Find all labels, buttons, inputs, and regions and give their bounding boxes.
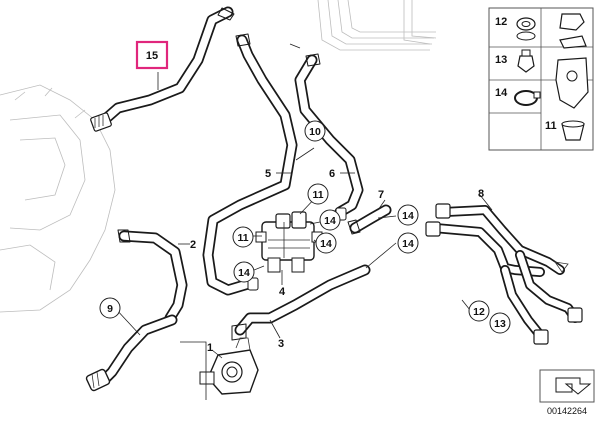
diagram-id: 00142264 [547, 406, 587, 416]
label-part-15: 15 [146, 50, 158, 62]
panel-label-11: 11 [545, 120, 557, 132]
callout-12: 12 [473, 306, 485, 318]
holder-clip-icon [555, 57, 589, 109]
label-part-8: 8 [478, 188, 484, 200]
hose-7 [347, 204, 392, 235]
diagram-id-box: 00142264 [539, 369, 595, 416]
panel-label-14: 14 [495, 87, 508, 99]
callout-14-a: 14 [324, 215, 336, 227]
part-labels: 1 2 3 4 5 6 7 8 [190, 168, 484, 354]
engine-block-outline [0, 84, 116, 313]
callout-14-b: 14 [320, 238, 332, 250]
label-part-5: 5 [265, 168, 271, 180]
highlighted-label-15: 15 [135, 40, 169, 70]
hose-2 [117, 229, 188, 324]
hose-8 [425, 203, 583, 345]
pipe-bundle-outline [317, 0, 437, 51]
water-valve-4 [255, 211, 323, 273]
callout-13: 13 [494, 318, 506, 330]
label-part-7: 7 [378, 189, 384, 201]
hose-6 [294, 53, 364, 218]
label-part-1: 1 [207, 342, 213, 354]
callout-9: 9 [107, 303, 113, 315]
hose-5 [202, 33, 298, 296]
panel-label-12: 12 [495, 16, 507, 28]
callout-14-e: 14 [402, 238, 414, 250]
label-part-4: 4 [279, 286, 286, 298]
callout-11-a: 11 [312, 189, 323, 201]
label-part-3: 3 [278, 338, 284, 350]
hose-9 [85, 314, 178, 392]
panel-label-13: 13 [495, 54, 507, 66]
parts-panel: 12 13 14 11 [488, 7, 594, 151]
arrow-icon [555, 377, 592, 395]
bracket-clip-icon [559, 13, 585, 31]
callout-10: 10 [309, 126, 321, 138]
circle-callouts: 9 10 11 14 11 14 14 14 14 12 13 [99, 120, 511, 334]
callout-14-c: 14 [238, 267, 250, 279]
callout-11-b: 11 [237, 232, 248, 244]
label-part-2: 2 [190, 239, 196, 251]
label-part-6: 6 [329, 168, 335, 180]
water-pump-1 [199, 337, 259, 395]
hose-15 [90, 6, 235, 132]
callout-14-d: 14 [402, 210, 414, 222]
